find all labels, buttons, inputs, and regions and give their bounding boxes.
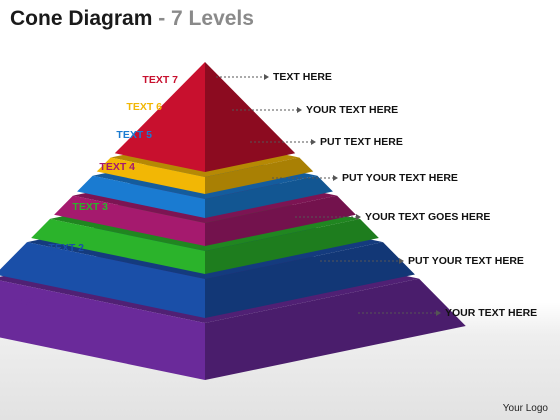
- arrow-head-icon: [264, 74, 269, 80]
- level-label: TEXT 2: [48, 242, 84, 254]
- title-subtitle: - 7 Levels: [158, 7, 254, 30]
- arrow-head-icon: [333, 175, 338, 181]
- level-text: YOUR TEXT HERE: [445, 307, 537, 319]
- level-text: PUT YOUR TEXT HERE: [342, 172, 458, 184]
- layer-right-face: [205, 278, 466, 380]
- level-label: TEXT 5: [116, 129, 152, 141]
- footer-logo: Your Logo: [502, 403, 548, 414]
- pyramid-layers: [0, 62, 466, 380]
- layer-right-face: [205, 62, 296, 172]
- layer-left-face: [54, 195, 206, 246]
- title-main: Cone Diagram: [10, 7, 153, 30]
- level-text: YOUR TEXT GOES HERE: [365, 211, 490, 223]
- level-label: TEXT 1: [12, 296, 48, 308]
- level-text: PUT YOUR TEXT HERE: [408, 255, 524, 267]
- level-label: TEXT 4: [99, 161, 135, 173]
- arrow-head-icon: [399, 258, 404, 264]
- slide-title: Cone Diagram - 7 Levels: [10, 6, 254, 32]
- level-text: PUT TEXT HERE: [320, 136, 403, 148]
- layer-right-face: [205, 195, 356, 246]
- layer-right-face: [205, 242, 415, 318]
- layer-left-face: [31, 218, 205, 274]
- layer-left-face: [77, 175, 205, 218]
- layer-right-face: [205, 218, 379, 274]
- leader-lines: [216, 74, 441, 316]
- layer-right-face: [205, 175, 333, 218]
- level-label: TEXT 7: [142, 74, 178, 86]
- level-label: TEXT 6: [126, 101, 162, 113]
- arrow-head-icon: [436, 310, 441, 316]
- layer-left-face: [0, 242, 205, 318]
- arrow-head-icon: [311, 139, 316, 145]
- level-text: YOUR TEXT HERE: [306, 104, 398, 116]
- layer-left-face: [0, 280, 205, 380]
- layer-left-face: [114, 62, 205, 172]
- level-labels: TEXT 1 YOUR TEXT HERE TEXT 2 PUT YOUR TEXT …: [12, 71, 537, 319]
- layer-text-7: [114, 62, 296, 172]
- level-label: TEXT 3: [72, 201, 108, 213]
- layer-left-face: [96, 157, 205, 194]
- layer-right-face: [205, 157, 314, 194]
- arrow-head-icon: [356, 214, 361, 220]
- arrow-head-icon: [297, 107, 302, 113]
- level-text: TEXT HERE: [273, 71, 332, 83]
